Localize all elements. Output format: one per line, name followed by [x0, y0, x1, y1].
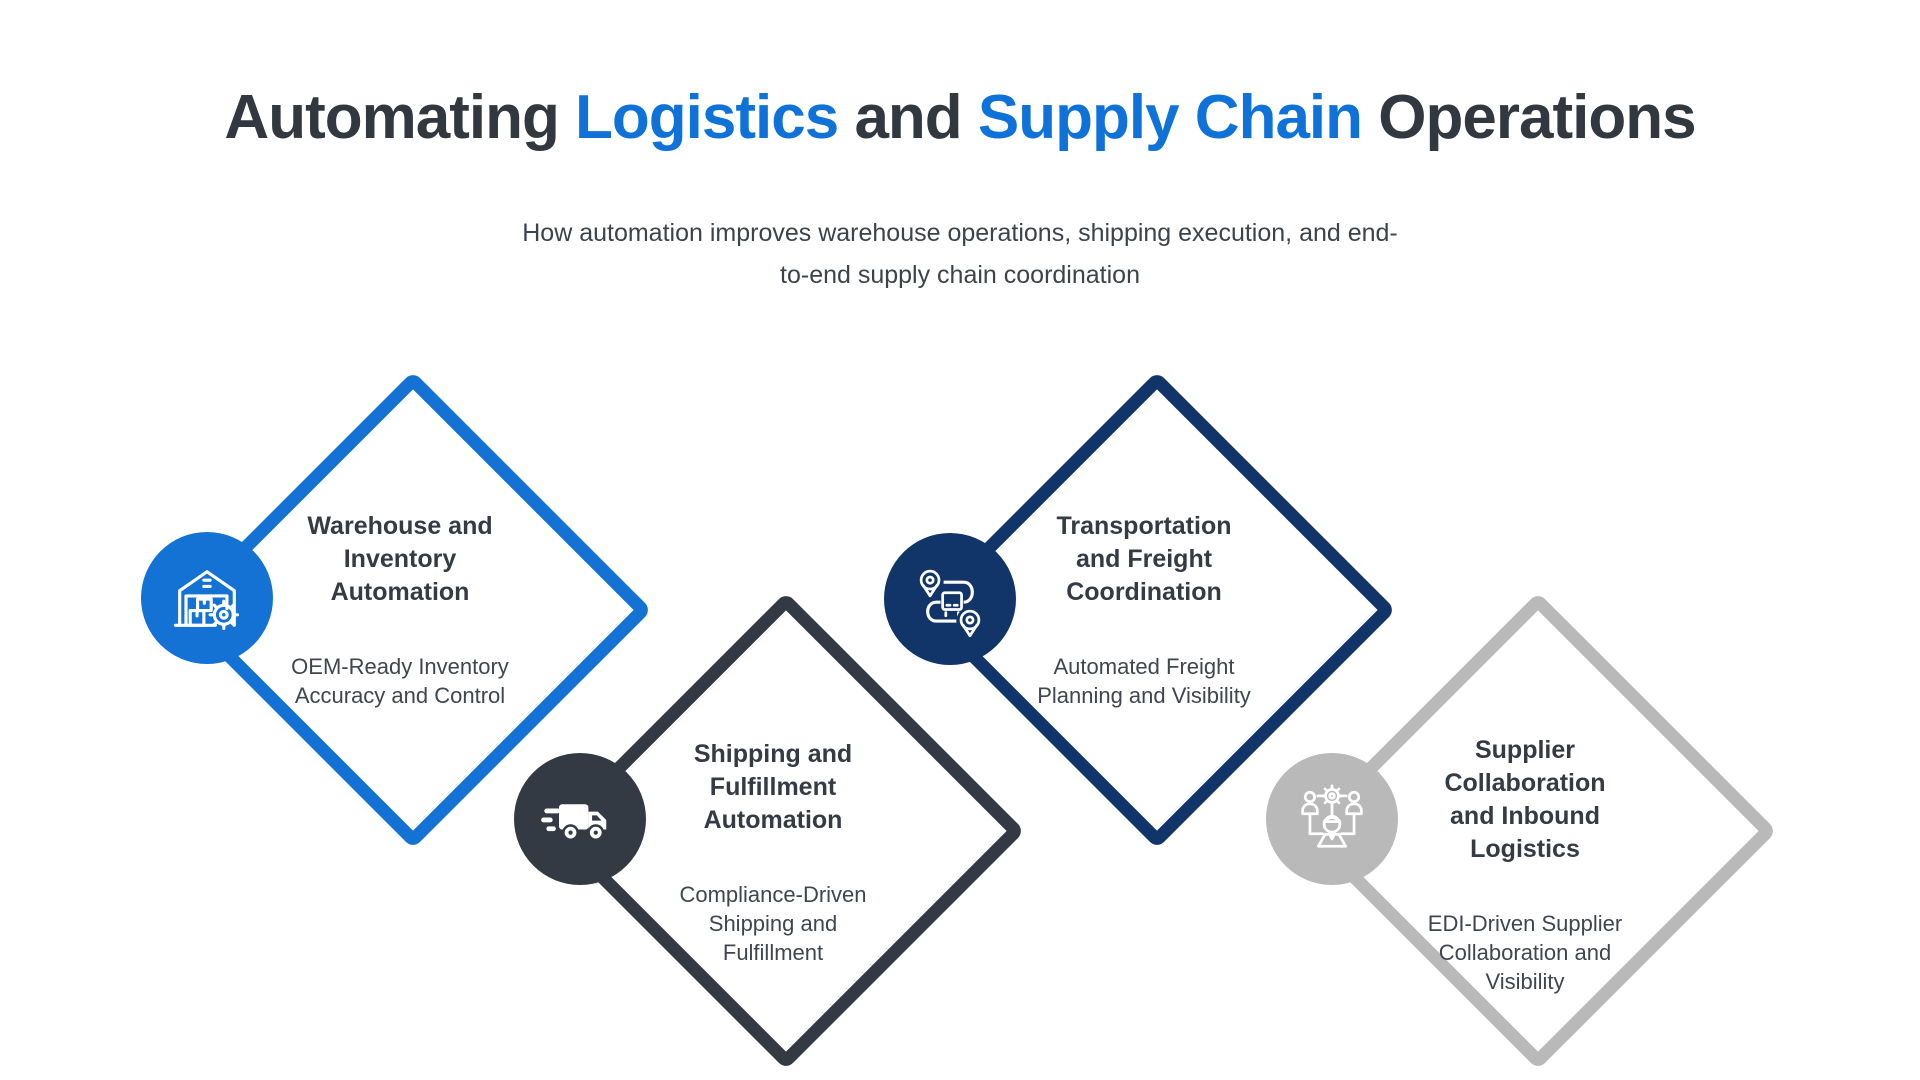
freight-route-icon: [916, 567, 984, 638]
supplier-collaboration-icon: [1301, 784, 1363, 848]
title-segment: and: [838, 83, 978, 152]
page-subtitle: How automation improves warehouse operat…: [522, 219, 1398, 289]
title-segment: Supply Chain: [977, 83, 1363, 152]
card-title: Warehouse and Inventory Automation: [307, 512, 493, 606]
delivery-truck-icon: [541, 804, 607, 842]
card-text: Transportation and Freight Coordination …: [994, 492, 1294, 728]
card-text: Warehouse and Inventory Automation OEM-R…: [250, 492, 550, 728]
card-title: Transportation and Freight Coordination: [1056, 512, 1232, 606]
warehouse-icon: [173, 570, 240, 631]
card-text: Shipping and Fulfillment Automation Comp…: [623, 720, 923, 985]
card-title: Supplier Collaboration and Inbound Logis…: [1444, 736, 1606, 863]
icon-badge: [1266, 753, 1398, 885]
card-text: Supplier Collaboration and Inbound Logis…: [1375, 716, 1675, 1014]
card-subtitle: OEM-Ready Inventory Accuracy and Control: [291, 654, 509, 708]
icon-badge: [884, 533, 1016, 665]
card-subtitle: Compliance-Driven Shipping and Fulfillme…: [679, 882, 867, 965]
card-subtitle: Automated Freight Planning and Visibilit…: [1037, 654, 1251, 708]
title-segment: Logistics: [575, 83, 839, 152]
card-subtitle: EDI-Driven Supplier Collaboration and Vi…: [1427, 911, 1623, 994]
title-segment: Operations: [1362, 83, 1696, 152]
title-segment: Automating: [224, 83, 576, 152]
icon-badge: [514, 753, 646, 885]
card-title: Shipping and Fulfillment Automation: [693, 740, 853, 834]
page-title: Automating Logistics and Supply Chain Op…: [0, 82, 1920, 153]
icon-badge: [141, 532, 273, 664]
